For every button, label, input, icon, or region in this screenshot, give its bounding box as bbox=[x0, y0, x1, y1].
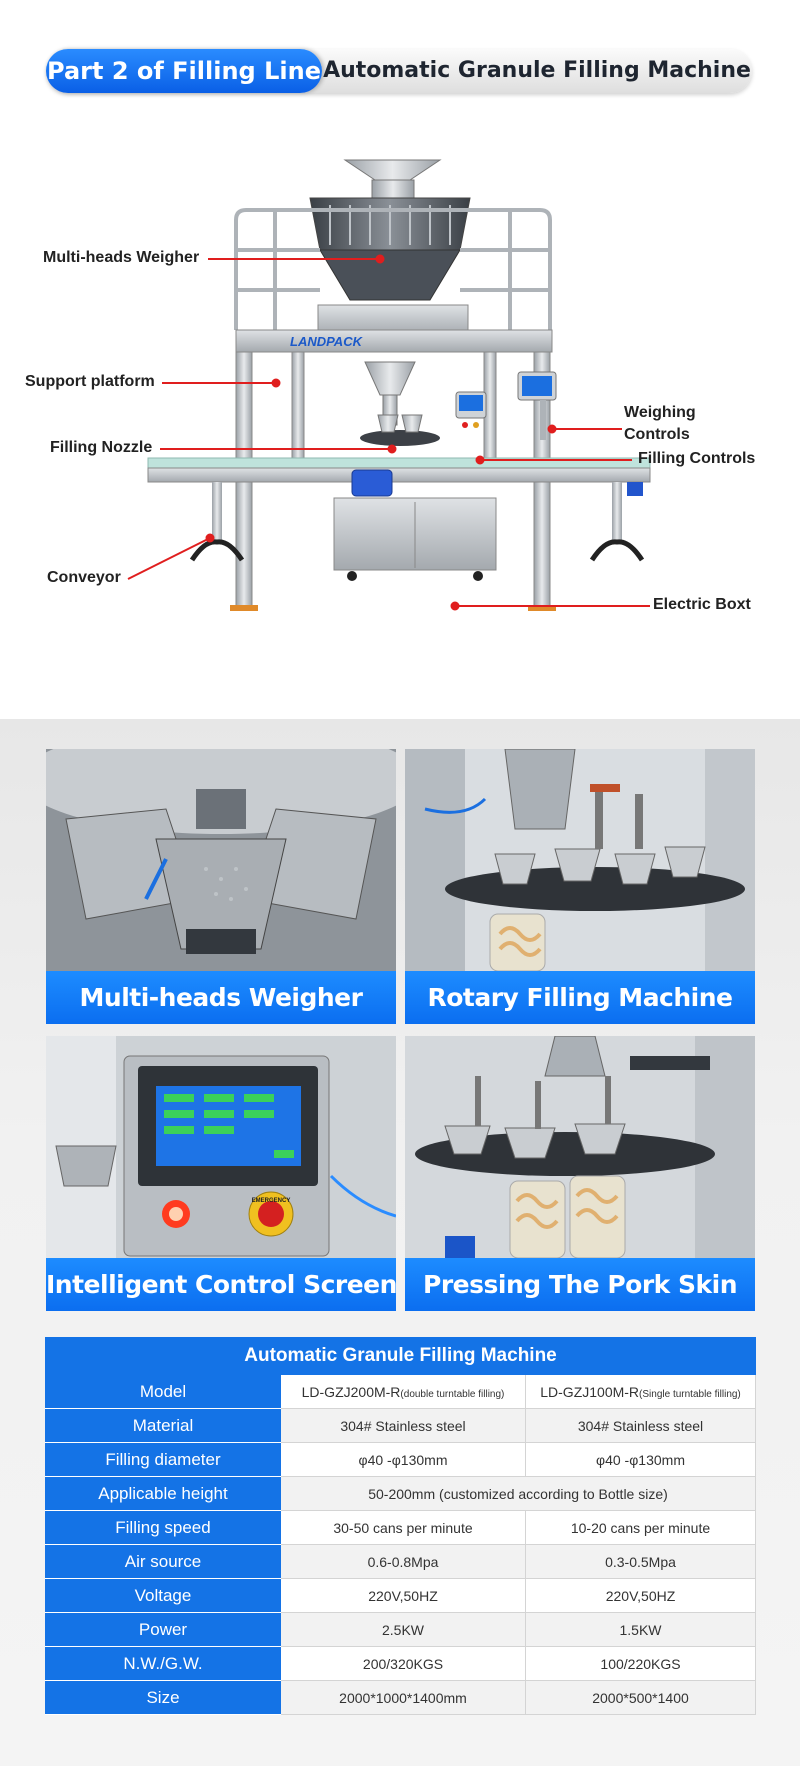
feature-label-weigher: Multi-heads Weigher bbox=[46, 971, 396, 1024]
table-row: Filling diameter φ40 -φ130mm φ40 -φ130mm bbox=[45, 1442, 757, 1477]
row-label: Filling diameter bbox=[45, 1442, 281, 1477]
spec-table: Automatic Granule Filling Machine Model … bbox=[44, 1337, 757, 1715]
model-col2-note: (Single turntable filling) bbox=[639, 1388, 741, 1400]
model-col1: LD-GZJ200M-R(double turntable filling) bbox=[280, 1374, 526, 1409]
model-col2: LD-GZJ100M-R(Single turntable filling) bbox=[524, 1374, 757, 1409]
rotary-photo bbox=[405, 749, 755, 971]
cell-value: 0.6-0.8Mpa bbox=[280, 1544, 526, 1579]
callout-conveyor: Conveyor bbox=[47, 569, 121, 586]
callout-electric-box: Electric Boxt bbox=[653, 596, 751, 613]
page-title: Automatic Granule Filling Machine bbox=[323, 58, 751, 83]
table-row: Air source 0.6-0.8Mpa 0.3-0.5Mpa bbox=[45, 1544, 757, 1579]
table-row: Applicable height 50-200mm (customized a… bbox=[45, 1476, 757, 1511]
table-row: Filling speed 30-50 cans per minute 10-2… bbox=[45, 1510, 757, 1545]
cell-value: 30-50 cans per minute bbox=[280, 1510, 526, 1545]
cell-value: 2000*500*1400 bbox=[524, 1680, 757, 1715]
row-label: Model bbox=[45, 1374, 281, 1409]
callout-multi-heads-weigher: Multi-heads Weigher bbox=[43, 249, 200, 266]
row-label: N.W./G.W. bbox=[45, 1646, 281, 1681]
cell-value: 304# Stainless steel bbox=[280, 1408, 526, 1443]
model-col1-code: LD-GZJ200M-R bbox=[301, 1383, 401, 1400]
model-col1-note: (double turntable filling) bbox=[400, 1388, 505, 1400]
header-banner: Part 2 of Filling Line Automatic Granule… bbox=[46, 49, 752, 93]
cell-value: 0.3-0.5Mpa bbox=[524, 1544, 757, 1579]
callout-filling-nozzle: Filling Nozzle bbox=[50, 439, 153, 456]
cell-value: 1.5KW bbox=[524, 1612, 757, 1647]
emergency-stop-label: EMERGENCY bbox=[252, 1198, 291, 1204]
brand-logo: LANDPACK bbox=[290, 334, 364, 349]
cell-value: 2000*1000*1400mm bbox=[280, 1680, 526, 1715]
cell-value: 10-20 cans per minute bbox=[524, 1510, 757, 1545]
machine-diagram: LANDPACK bbox=[0, 140, 800, 700]
feature-label-control-screen: Intelligent Control Screen bbox=[46, 1258, 397, 1311]
cell-value: 200/320KGS bbox=[280, 1646, 526, 1681]
model-col2-code: LD-GZJ100M-R bbox=[540, 1383, 640, 1400]
table-row: Power 2.5KW 1.5KW bbox=[45, 1612, 757, 1647]
cell-value: 304# Stainless steel bbox=[524, 1408, 757, 1443]
callout-weighing-controls: Weighing Controls bbox=[624, 404, 696, 443]
part-label: Part 2 of Filling Line bbox=[46, 49, 322, 93]
row-label: Voltage bbox=[45, 1578, 281, 1613]
cell-value: 220V,50HZ bbox=[280, 1578, 526, 1613]
table-row: Material 304# Stainless steel 304# Stain… bbox=[45, 1408, 757, 1443]
row-label: Air source bbox=[45, 1544, 281, 1579]
row-label: Filling speed bbox=[45, 1510, 281, 1545]
feature-card-control-screen: EMERGENCY Intelligent Control Screen bbox=[46, 1036, 397, 1311]
feature-label-pressing: Pressing The Pork Skin bbox=[405, 1258, 755, 1311]
table-row: Size 2000*1000*1400mm 2000*500*1400 bbox=[45, 1680, 757, 1715]
callout-filling-controls: Filling Controls bbox=[638, 450, 756, 467]
cell-value: φ40 -φ130mm bbox=[524, 1442, 757, 1477]
row-label: Applicable height bbox=[45, 1476, 281, 1511]
cell-value: 220V,50HZ bbox=[524, 1578, 757, 1613]
feature-card-pressing: Pressing The Pork Skin bbox=[405, 1036, 755, 1311]
weigher-photo bbox=[46, 749, 396, 971]
spec-table-title: Automatic Granule Filling Machine bbox=[44, 1337, 757, 1375]
feature-label-rotary: Rotary Filling Machine bbox=[405, 971, 755, 1024]
pressing-photo bbox=[405, 1036, 755, 1258]
feature-card-rotary: Rotary Filling Machine bbox=[405, 749, 755, 1024]
callout-support-platform: Support platform bbox=[25, 373, 155, 390]
table-row: Model LD-GZJ200M-R(double turntable fill… bbox=[45, 1374, 757, 1409]
machine-illustration: LANDPACK bbox=[127, 159, 651, 611]
control-screen-photo: EMERGENCY bbox=[46, 1036, 396, 1258]
cell-value: 2.5KW bbox=[280, 1612, 526, 1647]
row-label: Size bbox=[45, 1680, 281, 1715]
row-label: Material bbox=[45, 1408, 281, 1443]
table-row: N.W./G.W. 200/320KGS 100/220KGS bbox=[45, 1646, 757, 1681]
row-label: Power bbox=[45, 1612, 281, 1647]
feature-card-weigher: Multi-heads Weigher bbox=[46, 749, 396, 1024]
table-row: Voltage 220V,50HZ 220V,50HZ bbox=[45, 1578, 757, 1613]
cell-value: φ40 -φ130mm bbox=[280, 1442, 526, 1477]
cell-value-merged: 50-200mm (customized according to Bottle… bbox=[279, 1476, 757, 1511]
cell-value: 100/220KGS bbox=[524, 1646, 757, 1681]
